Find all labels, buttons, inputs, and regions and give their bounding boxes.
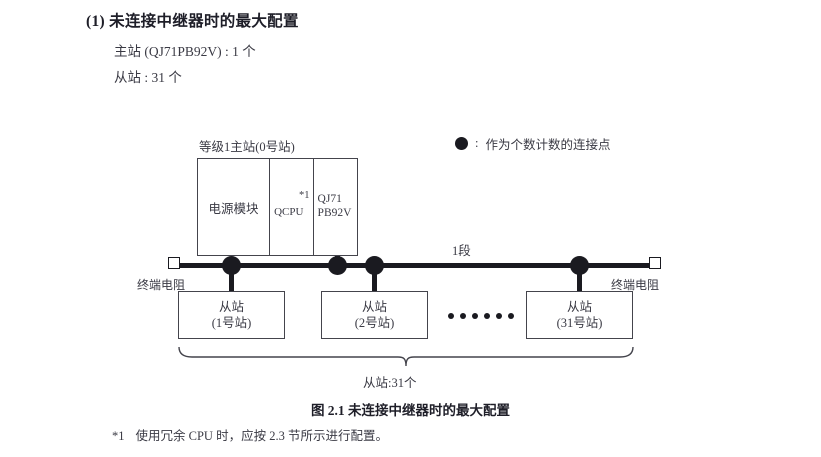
slave-station-number: (2号站) (354, 316, 395, 330)
slave-station-box: 从站 (1号站) (178, 291, 285, 339)
rack-cell-cpu: QCPU *1 (270, 159, 314, 255)
slave-station-number: (31号站) (556, 316, 603, 330)
rack-caption: 等级1主站(0号站) (199, 140, 295, 154)
ellipsis-dots (448, 313, 514, 319)
slave-station-box: 从站 (31号站) (526, 291, 633, 339)
section-title: (1) 未连接中继器时的最大配置 (86, 13, 299, 30)
slave-station-number: (1号站) (211, 316, 252, 330)
footnote: *1 使用冗余 CPU 时，应按 2.3 节所示进行配置。 (112, 425, 388, 444)
rack-cell-network-module: QJ71 PB92V (314, 159, 357, 255)
cpu-footnote-mark: *1 (299, 190, 310, 201)
figure-caption: 图 2.1 未连接中继器时的最大配置 (310, 403, 511, 418)
connection-node (328, 256, 347, 275)
terminating-resistor-left-label: 终端电阻 (137, 278, 186, 292)
legend: : 作为个数计数的连接点 (455, 134, 611, 153)
terminating-resistor-right-icon (649, 257, 661, 269)
footnote-mark: *1 (112, 429, 125, 443)
slave-drop-line (372, 265, 377, 293)
slave-station-title: 从站 (218, 300, 244, 314)
rack-cell-power-supply: 电源模块 (198, 159, 271, 255)
master-station-rack: 电源模块 QCPU *1 QJ71 PB92V (197, 158, 358, 256)
legend-separator: : (475, 136, 479, 150)
slave-count-brace (176, 346, 636, 373)
ellipsis-dot (508, 313, 514, 319)
ellipsis-dot (460, 313, 466, 319)
segment-label: 1段 (452, 244, 471, 258)
slave-station-title: 从站 (361, 300, 387, 314)
slave-drop-line (229, 265, 234, 293)
footnote-text: 使用冗余 CPU 时，应按 2.3 节所示进行配置。 (135, 429, 388, 443)
power-supply-label: 电源模块 (208, 201, 259, 216)
ellipsis-dot (484, 313, 490, 319)
bus-line (176, 263, 657, 268)
slave-station-title: 从站 (566, 300, 592, 314)
slave-drop-line (577, 265, 582, 293)
cpu-label: QCPU (274, 206, 304, 218)
ellipsis-dot (448, 313, 454, 319)
slave-count-label: 从站:31个 (363, 376, 417, 390)
ellipsis-dot (496, 313, 502, 319)
network-module-label: QJ71 PB92V (317, 193, 352, 219)
ellipsis-dot (472, 313, 478, 319)
terminating-resistor-right-label: 终端电阻 (611, 278, 660, 292)
legend-label: 作为个数计数的连接点 (485, 138, 611, 152)
slave-station-box: 从站 (2号站) (321, 291, 428, 339)
brace-icon (178, 346, 634, 367)
section-line-master: 主站 (QJ71PB92V) : 1 个 (114, 44, 256, 59)
filled-circle-icon (455, 137, 468, 150)
section-line-slave: 从站 : 31 个 (114, 70, 182, 85)
terminating-resistor-left-icon (168, 257, 180, 269)
